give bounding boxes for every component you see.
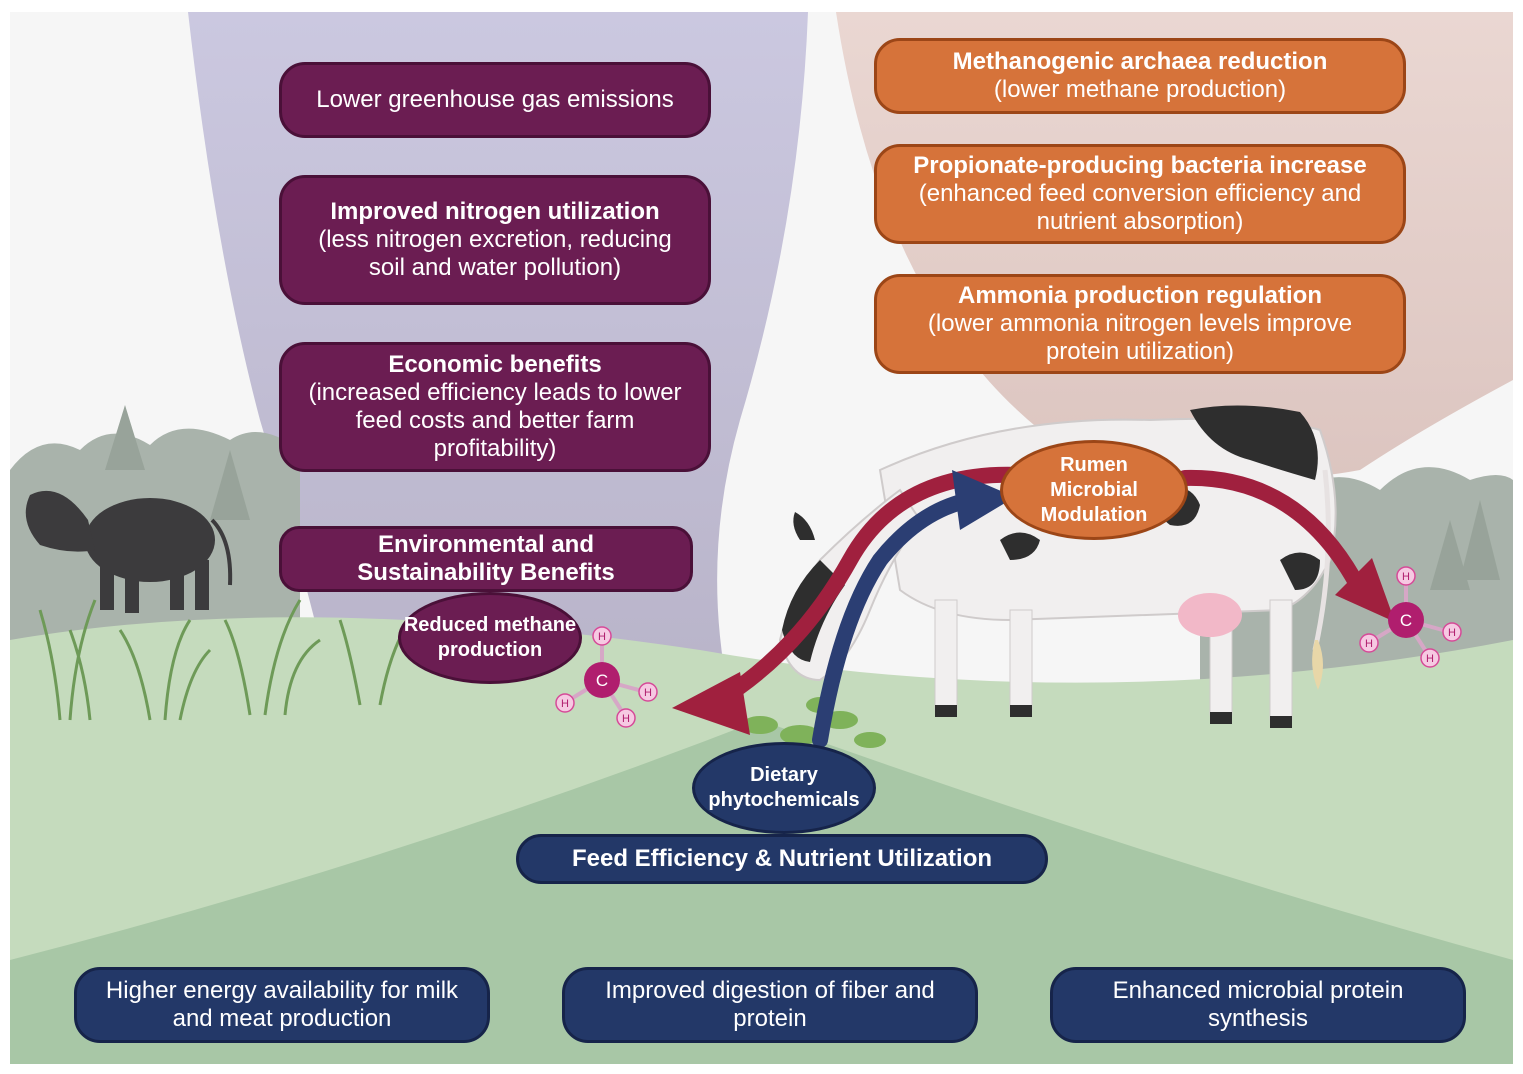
impact-box-nitrogen: Improved nitrogen utilization (less nitr… bbox=[279, 175, 711, 305]
hydrogen-label: H bbox=[1365, 638, 1373, 650]
hydrogen-label: H bbox=[1402, 571, 1410, 583]
rumen-box-body: (lower methane production) bbox=[993, 76, 1287, 103]
feed-efficiency-header: Feed Efficiency & Nutrient Utilization bbox=[516, 834, 1048, 884]
rumen-box-title: Methanogenic archaea reduction bbox=[952, 48, 1328, 75]
carbon-label: C bbox=[596, 671, 608, 690]
rumen-box-propionate: Propionate-producing bacteria increase (… bbox=[874, 144, 1406, 244]
rumen-box-body: (enhanced feed conversion efficiency and… bbox=[918, 180, 1362, 235]
hydrogen-label: H bbox=[598, 631, 606, 643]
impact-box-title: Improved nitrogen utilization bbox=[330, 198, 660, 225]
methane-molecule-icon bbox=[1359, 566, 1462, 668]
impact-box-body: (less nitrogen excretion, reducing soil … bbox=[318, 226, 672, 281]
hydrogen-label: H bbox=[644, 687, 652, 699]
dietary-phytochemicals-bubble: Dietary phytochemicals bbox=[692, 742, 876, 834]
methane-molecule-icon bbox=[555, 626, 658, 728]
hydrogen-label: H bbox=[622, 713, 630, 725]
carbon-label: C bbox=[1400, 611, 1412, 630]
outcome-box-protein: Enhanced microbial protein synthesis bbox=[1050, 967, 1466, 1043]
rumen-box-archaea: Methanogenic archaea reduction (lower me… bbox=[874, 38, 1406, 114]
impact-box-economic: Economic benefits (increased efficiency … bbox=[279, 342, 711, 472]
impact-box-body: Lower greenhouse gas emissions bbox=[316, 86, 674, 113]
impact-box-greenhouse: Lower greenhouse gas emissions bbox=[279, 62, 711, 138]
outcome-box-energy: Higher energy availability for milk and … bbox=[74, 967, 490, 1043]
environmental-benefits-header: Environmental and Sustainability Benefit… bbox=[279, 526, 693, 592]
impact-box-body: (increased efficiency leads to lower fee… bbox=[308, 379, 682, 462]
rumen-modulation-bubble: Rumen Microbial Modulation bbox=[1000, 440, 1188, 540]
reduced-methane-bubble: Reduced methane production bbox=[398, 592, 582, 684]
rumen-box-title: Propionate-producing bacteria increase bbox=[913, 152, 1367, 179]
black-cow-icon bbox=[25, 490, 233, 613]
rumen-box-title: Ammonia production regulation bbox=[958, 282, 1322, 309]
outcome-box-digestion: Improved digestion of fiber and protein bbox=[562, 967, 978, 1043]
hydrogen-label: H bbox=[1426, 653, 1434, 665]
phytochemical-flow-arrow bbox=[812, 470, 1015, 748]
hydrogen-label: H bbox=[561, 698, 569, 710]
impact-box-title: Economic benefits bbox=[388, 351, 602, 378]
rumen-box-body: (lower ammonia nitrogen levels improve p… bbox=[927, 310, 1353, 365]
hydrogen-label: H bbox=[1448, 627, 1456, 639]
grass-icon bbox=[38, 599, 412, 721]
rumen-box-ammonia: Ammonia production regulation (lower amm… bbox=[874, 274, 1406, 374]
